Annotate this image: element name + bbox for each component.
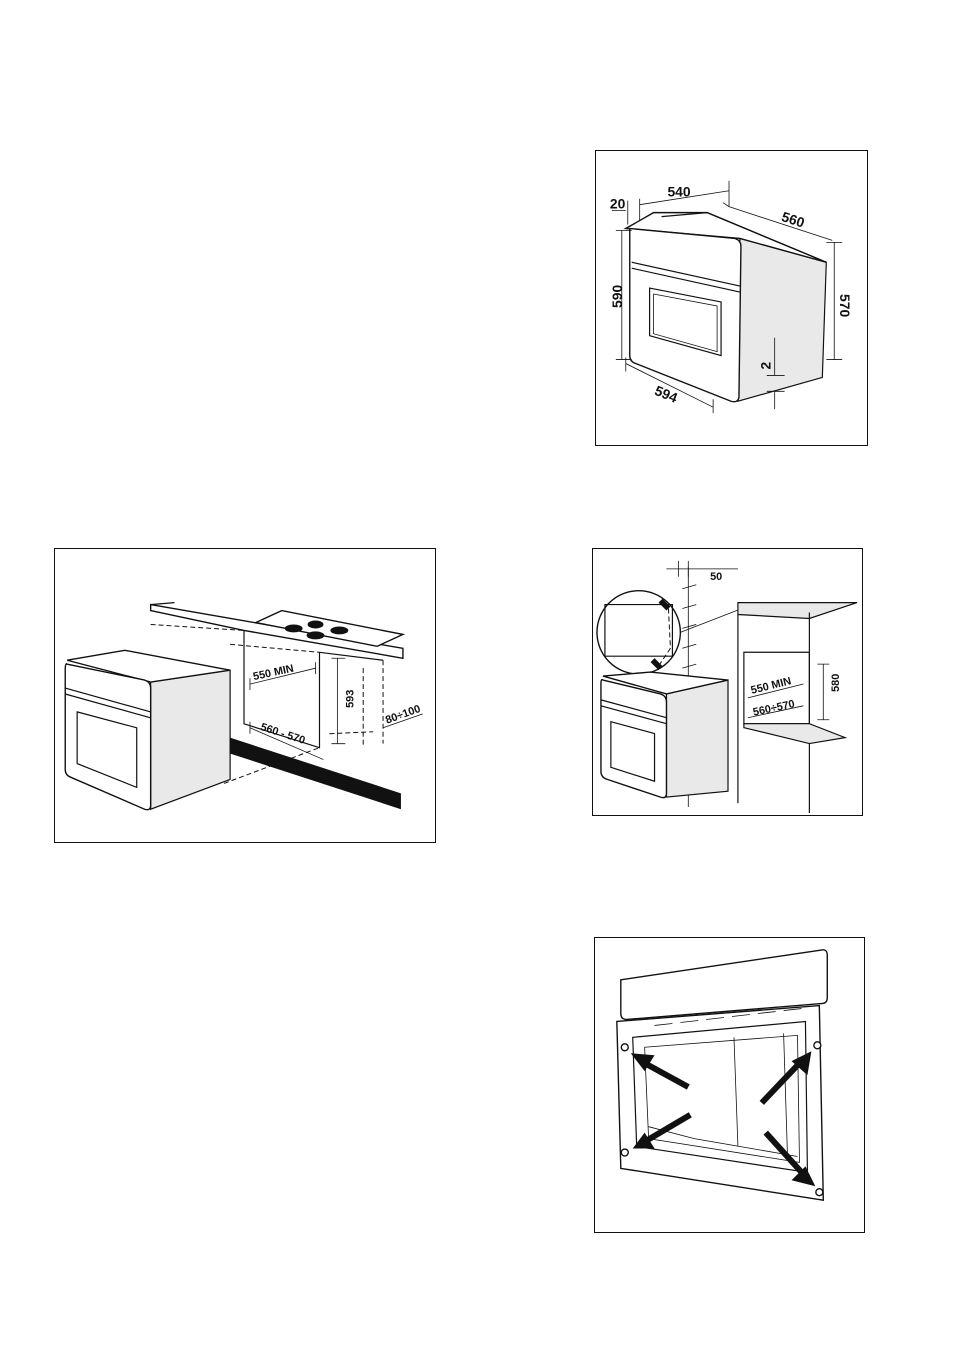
dim-560-570-label: 560÷570: [752, 698, 796, 719]
oven-dimensions-figure: 20 540 560 590 570 594 2: [595, 150, 868, 446]
screw-hole-top-right: [814, 1042, 821, 1049]
dim-580-label: 580: [830, 674, 842, 692]
under-counter-drawing: 550 MIN 593 560 - 570 80÷100: [55, 549, 435, 842]
hob-burner-4: [330, 626, 348, 634]
dim-593-line: [331, 658, 345, 743]
hob-burner-2: [308, 621, 324, 629]
dim-20-label: 20: [610, 196, 626, 212]
oven-front-frame: [617, 1006, 823, 1201]
dim-560-label: 560: [780, 208, 807, 230]
dim-560-570-label: 560 - 570: [259, 721, 307, 747]
dim-550-label: 550 MIN: [252, 663, 295, 683]
dim-80-100-label: 80÷100: [384, 703, 422, 727]
oven-side-panel: [666, 680, 728, 797]
oven-front-panel: [65, 664, 150, 810]
dim-540-label: 540: [667, 184, 690, 200]
vent-gap: [329, 732, 373, 734]
column-install-figure: 50 550 MIN 580 560÷570: [592, 548, 863, 816]
screw-hole-bottom-left: [621, 1149, 628, 1156]
niche-shelf: [744, 724, 845, 744]
detail-magnifier: [597, 591, 680, 674]
dim-570-label: 570: [837, 294, 853, 317]
under-counter-install-figure: 550 MIN 593 560 - 570 80÷100: [54, 548, 436, 843]
oven-side-panel: [738, 238, 826, 401]
hob-burner-1: [285, 624, 303, 632]
detail-leader: [680, 609, 742, 633]
dim-594-label: 594: [652, 382, 680, 406]
mounting-holes-drawing: [595, 938, 864, 1232]
dim-590-label: 590: [609, 284, 625, 307]
oven-side-panel: [151, 670, 230, 809]
oven-front-panel: [630, 229, 741, 402]
dim-580-line: [817, 664, 829, 720]
screw-hole-bottom-right: [816, 1189, 823, 1196]
dim-50-label: 50: [710, 571, 722, 583]
dim-593-label: 593: [344, 690, 356, 708]
cabinet-top: [738, 603, 857, 619]
hob-burner-3: [307, 631, 325, 639]
dim-2-label: 2: [758, 361, 774, 369]
plinth-strip: [224, 736, 401, 809]
screw-hole-top-left: [621, 1044, 628, 1051]
dim-50-line: [666, 561, 737, 577]
dim-550-label: 550 MIN: [750, 675, 793, 697]
oven-dimensions-drawing: 20 540 560 590 570 594 2: [596, 151, 867, 445]
mounting-holes-figure: [594, 937, 865, 1233]
countertop-back: [151, 603, 175, 605]
column-install-drawing: 50 550 MIN 580 560÷570: [593, 549, 862, 815]
